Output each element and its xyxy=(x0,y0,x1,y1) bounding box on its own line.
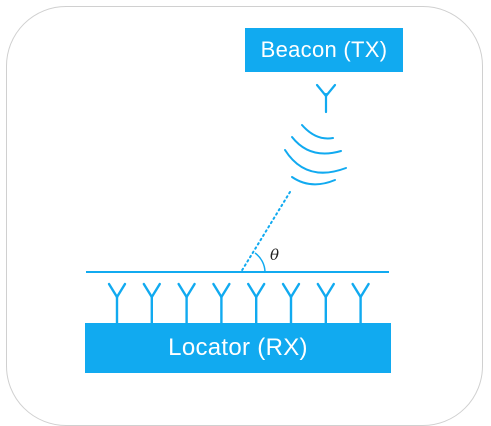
angle-arc xyxy=(254,252,266,273)
beacon-antenna-icon xyxy=(315,83,337,114)
rx-antenna-icon xyxy=(177,282,196,325)
angle-theta-label: θ xyxy=(270,246,280,264)
signal-waves-icon xyxy=(284,124,347,186)
rx-antenna-icon xyxy=(142,282,162,325)
rx-antenna-icon xyxy=(351,282,370,325)
beacon-label: Beacon (TX) xyxy=(260,37,388,62)
rx-antenna-icon xyxy=(212,282,231,325)
beacon-tx-box: Beacon (TX) xyxy=(245,28,403,72)
locator-rx-box: Locator (RX) xyxy=(85,323,391,373)
signal-path-line xyxy=(240,191,291,273)
rx-antenna-icon xyxy=(246,282,266,325)
locator-antenna-array xyxy=(107,282,370,325)
aoa-diagram xyxy=(86,83,389,325)
rx-antenna-icon xyxy=(107,282,127,325)
locator-label: Locator (RX) xyxy=(168,334,308,361)
rx-antenna-icon xyxy=(281,282,301,325)
rx-antenna-icon xyxy=(316,282,335,325)
